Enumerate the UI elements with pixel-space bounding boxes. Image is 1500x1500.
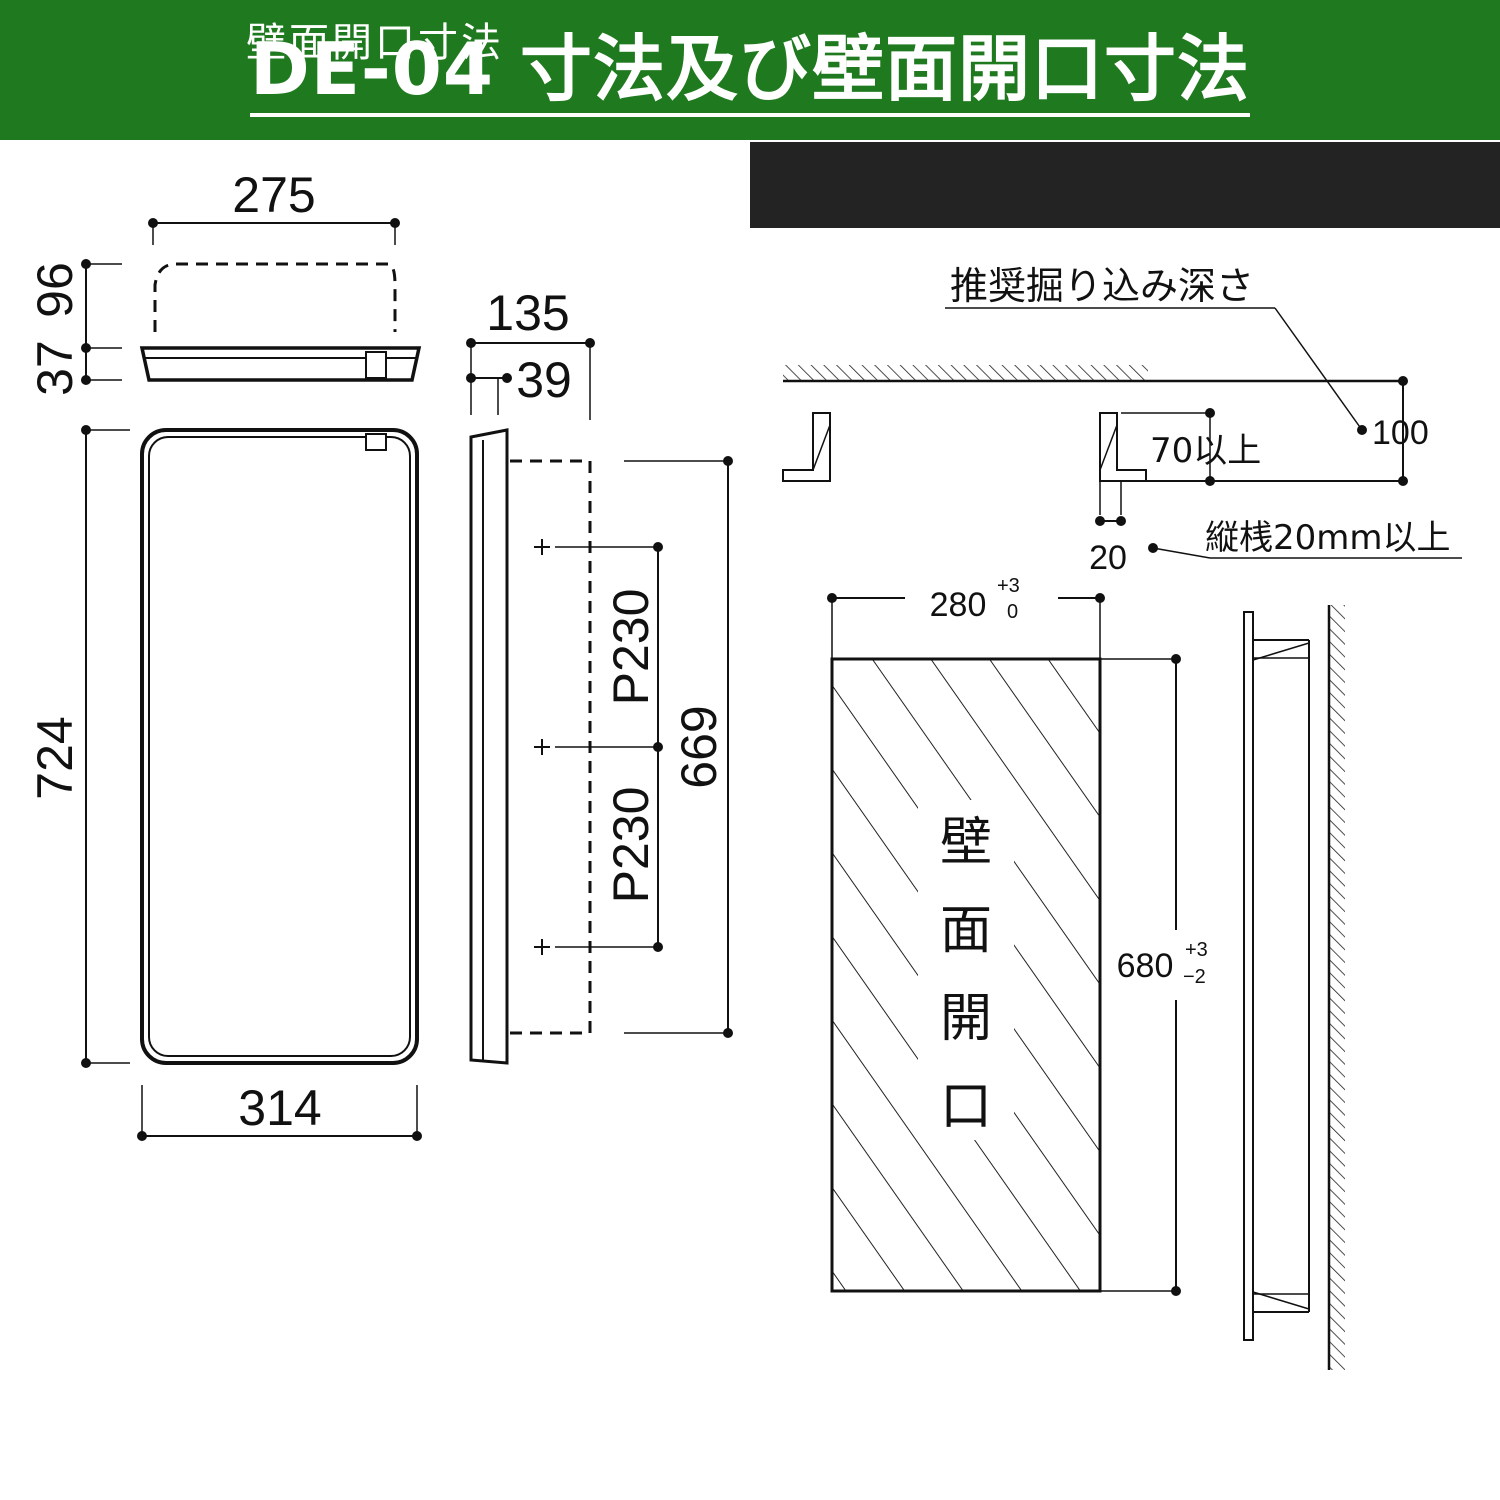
front-width-label: 314 — [238, 1080, 321, 1136]
recommended-depth-label: 推奨掘り込み深さ — [950, 264, 1254, 308]
opening-height-tol-upper: +3 — [1185, 939, 1208, 961]
stud-width-value-label: 20 — [1089, 539, 1127, 577]
opening-char-1: 壁 — [940, 813, 992, 873]
opening-width-label: 280 — [930, 586, 987, 624]
page-title: DE-04 寸法及び壁面開口寸法 — [0, 0, 1500, 140]
opening-width-tol-upper: +3 — [997, 575, 1020, 597]
opening-width-tol-lower: 0 — [1007, 601, 1018, 623]
wall-opening — [827, 593, 1181, 1296]
title-banner — [0, 0, 1500, 140]
pitch-label-upper: P230 — [603, 589, 659, 706]
opening-char-3: 開 — [940, 989, 992, 1049]
clearance-label: 70以上 — [1150, 431, 1261, 471]
installed-side-section — [1243, 605, 1345, 1370]
opening-char-4: 口 — [940, 1077, 992, 1137]
side-flange-label: 39 — [516, 352, 572, 408]
depth-value-label: 100 — [1372, 414, 1429, 452]
opening-char-2: 面 — [940, 901, 992, 961]
section-bar — [750, 142, 1500, 228]
front-height-label: 724 — [27, 716, 83, 799]
top-flange-label: 37 — [27, 340, 83, 396]
pitch-label-lower: P230 — [603, 787, 659, 904]
opening-height-label: 680 — [1117, 947, 1174, 985]
front-view — [81, 425, 422, 1141]
page-title-text: DE-04 寸法及び壁面開口寸法 — [249, 27, 1251, 117]
top-depth-label: 96 — [27, 262, 83, 318]
wall-section — [782, 307, 1462, 559]
opening-height-tol-lower: −2 — [1183, 966, 1206, 988]
top-view — [81, 218, 422, 385]
side-depth-label: 135 — [486, 285, 569, 341]
section-title: 壁面開口寸法 — [246, 20, 504, 66]
side-view — [466, 338, 733, 1065]
top-width-label: 275 — [232, 167, 315, 223]
stud-requirement-label: 縦桟20mm以上 — [1205, 518, 1451, 558]
side-height-label: 669 — [671, 705, 727, 788]
